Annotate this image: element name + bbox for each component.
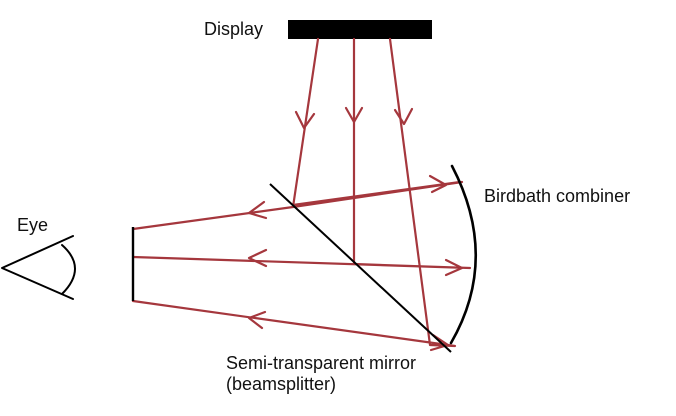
arrow-down-center <box>344 106 364 124</box>
eye-symbol <box>1 235 76 300</box>
combiner-label: Birdbath combiner <box>484 186 631 206</box>
eye-label: Eye <box>17 215 49 235</box>
beamsplitter-mirror <box>269 183 452 353</box>
arrow-left-top <box>247 200 268 220</box>
arrow-left-bottom <box>247 310 267 330</box>
arrow-right-middle <box>444 258 464 277</box>
eye-lens <box>61 244 76 295</box>
arrow-right-top <box>428 174 448 194</box>
display-label: Display <box>204 19 264 39</box>
arrow-down-right <box>393 107 414 126</box>
arrow-down-left <box>294 110 316 130</box>
ray-center <box>131 37 472 270</box>
arrow-right-bottom <box>429 333 450 352</box>
ray-right <box>131 37 457 348</box>
ray-left <box>131 37 464 231</box>
ray-upper-bounce <box>291 180 462 207</box>
beamsplitter-label-line1: Semi-transparent mirror <box>226 353 417 373</box>
light-rays <box>131 37 472 352</box>
eye-lids <box>1 235 74 300</box>
birdbath-combiner <box>449 164 478 345</box>
arrow-left-middle <box>247 248 268 268</box>
display-panel <box>288 20 432 39</box>
beamsplitter-label-line2: (beamsplitter) <box>226 374 337 394</box>
